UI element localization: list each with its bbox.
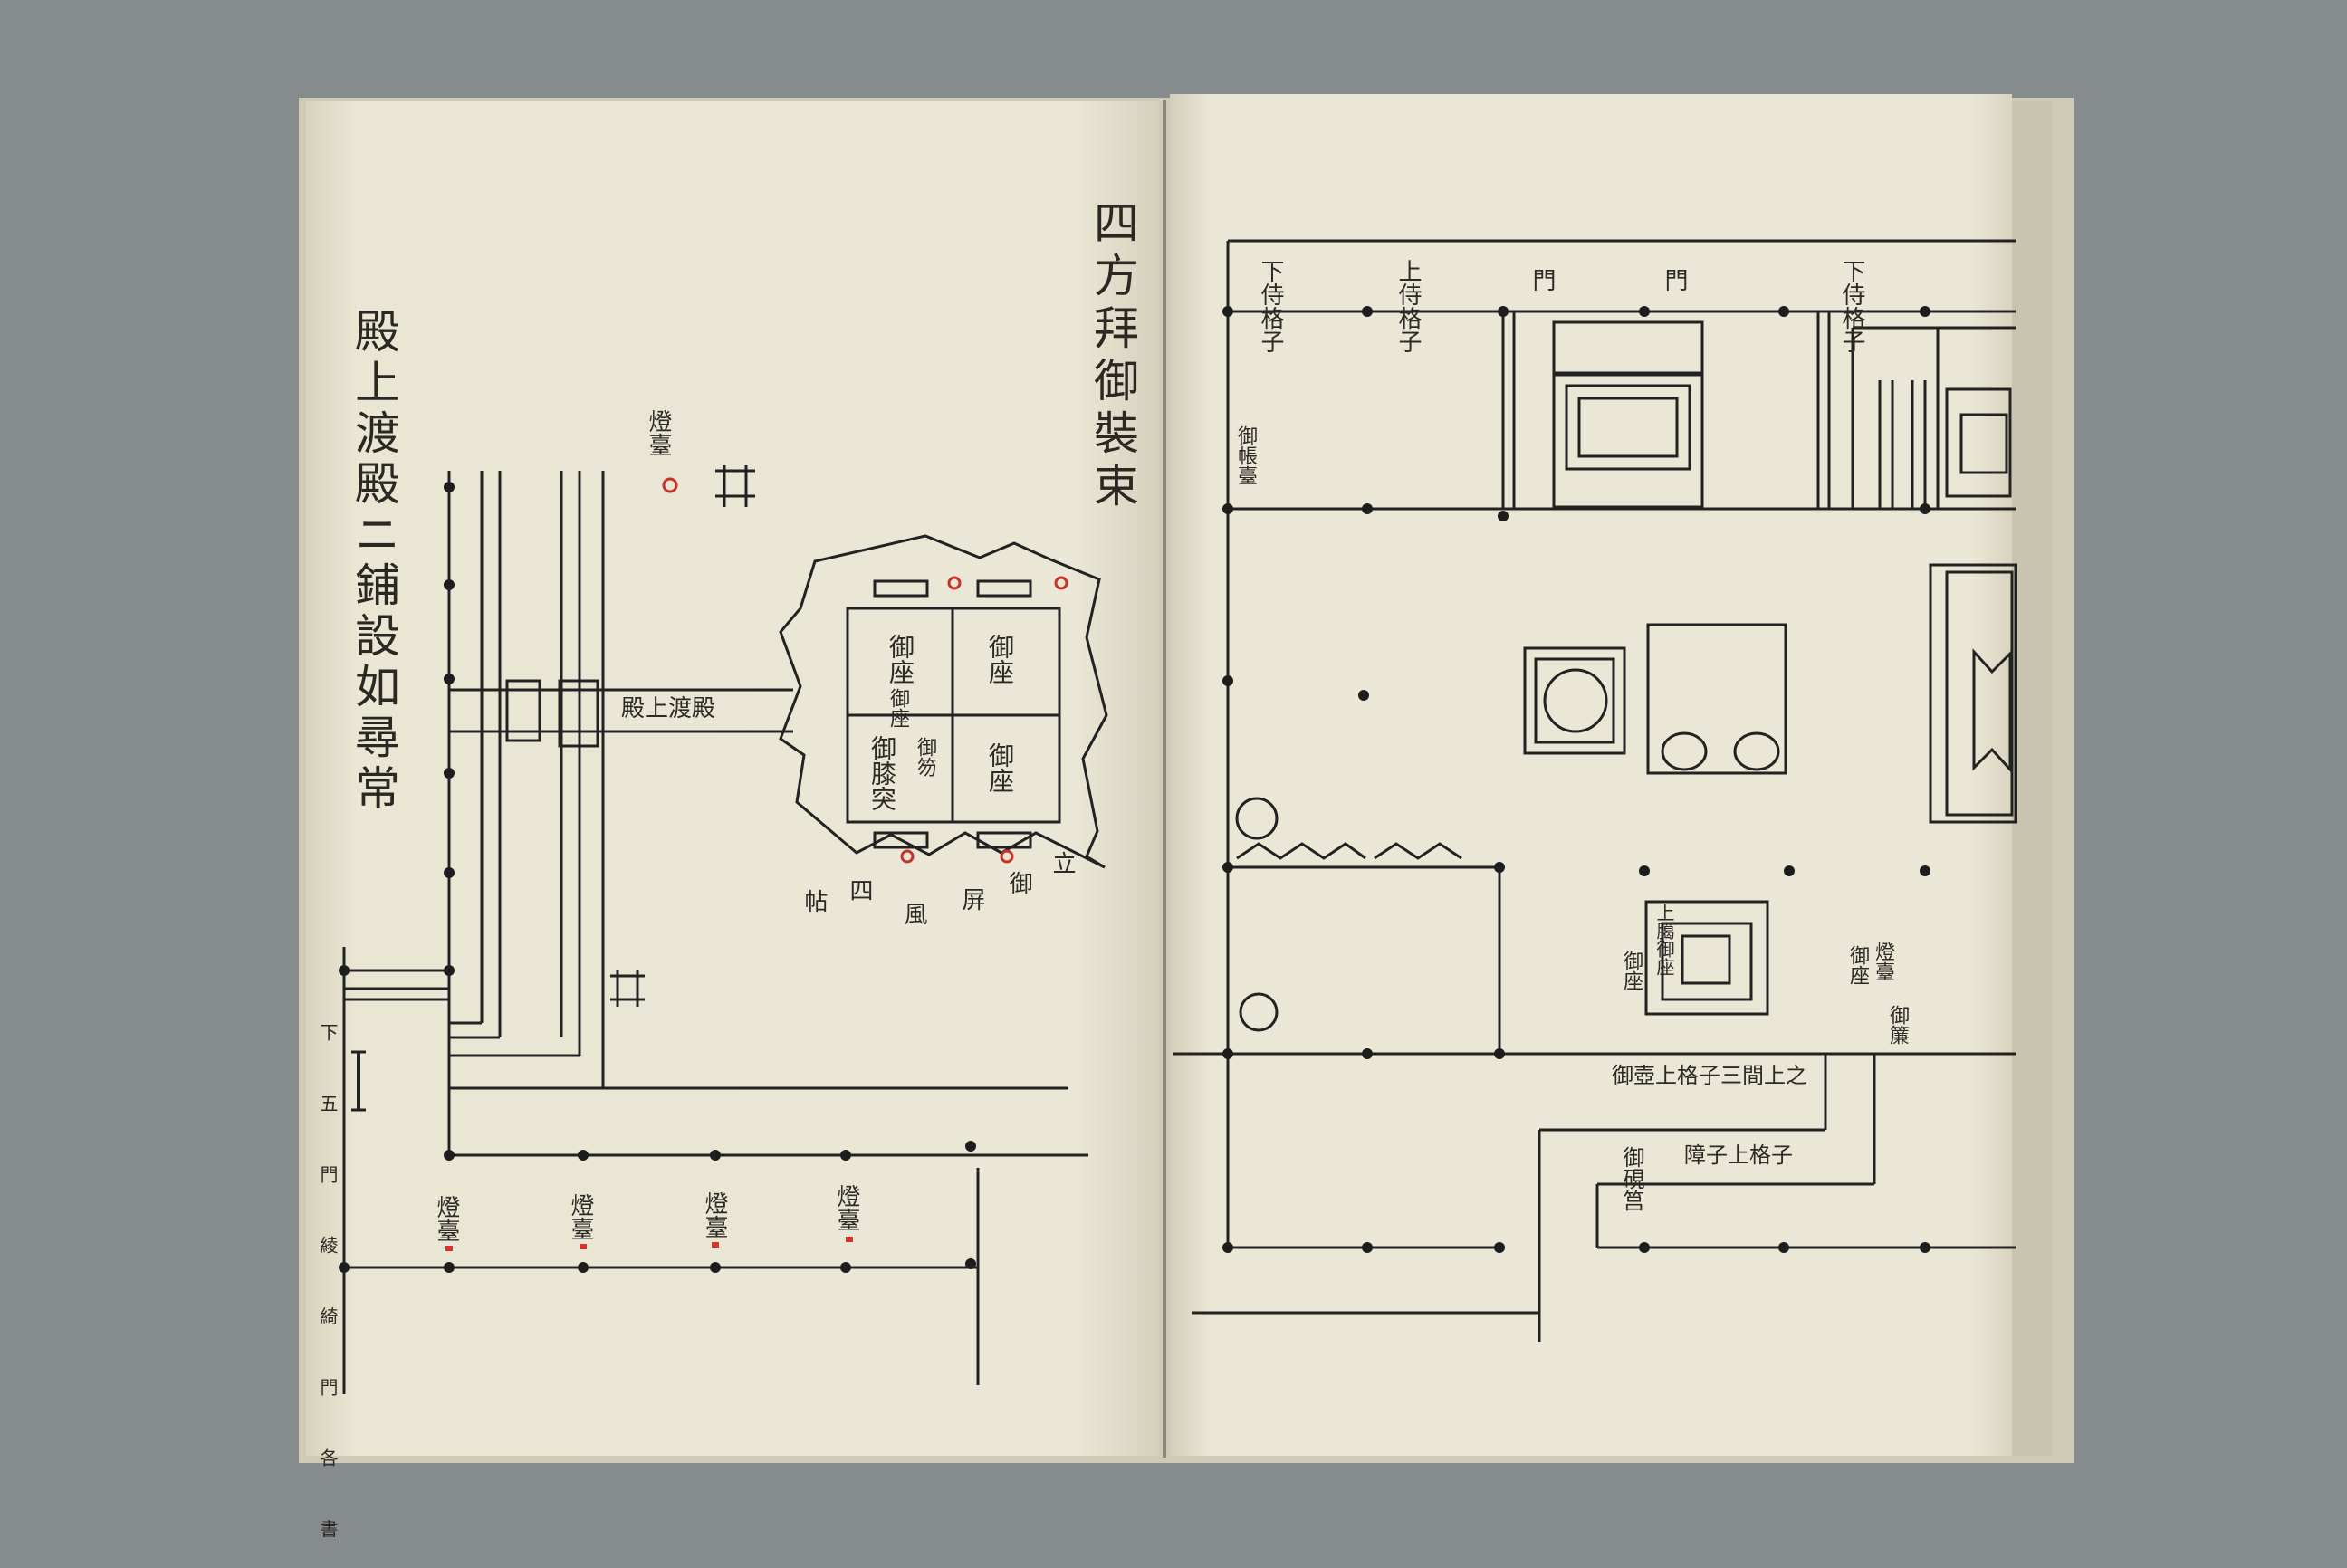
red-seal-marks — [662, 477, 1068, 864]
red-dots — [445, 1237, 853, 1251]
note-e: 御座 — [1846, 945, 1869, 985]
left-page — [306, 101, 1159, 1456]
bottom-label-1: 御壺上格子三間上之 — [1612, 1063, 1807, 1088]
seat-label-6: 御座 — [886, 688, 909, 728]
lamp-label-b: 燈臺 — [567, 1193, 594, 1240]
right-heading: 四方拜御裝束 — [1087, 199, 1139, 514]
seat-label-5: 御膝突 — [867, 735, 897, 811]
seat-label-2: 御座 — [886, 634, 915, 684]
lamp-label-top: 燈臺 — [645, 409, 672, 456]
fan-label-6: 帖 — [800, 889, 828, 913]
fan-label-1: 立 — [1049, 851, 1076, 875]
seat-label-4: 御笏 — [914, 737, 936, 777]
fan-label-2: 御 — [1005, 871, 1032, 894]
right-posts — [1222, 306, 1930, 1253]
gallery-label: 殿上渡殿 — [621, 695, 716, 722]
left-heading: 殿上渡殿ニ鋪設如尋常 — [348, 308, 400, 815]
note-d: 燈臺 — [1872, 942, 1894, 981]
right-page — [1170, 94, 2012, 1456]
note-c: 御座 — [1620, 951, 1643, 990]
bottom-label-2: 障子上格子 — [1684, 1143, 1793, 1168]
left-posts — [339, 482, 976, 1273]
lamp-label-a: 燈臺 — [433, 1195, 460, 1242]
top-label-5: 門 — [1661, 268, 1688, 292]
top-label-2: 上侍格子 — [1394, 259, 1422, 353]
left-diagram — [342, 465, 1108, 1394]
fan-label-3: 屏 — [958, 887, 985, 911]
note-b: 上臈御座 — [1653, 904, 1675, 976]
fan-label-5: 四 — [846, 878, 873, 902]
right-diagram — [1174, 239, 2017, 1342]
top-label-3: 下侍格子 — [1257, 259, 1284, 353]
page-edges — [2012, 101, 2052, 1456]
lamp-label-c: 燈臺 — [701, 1191, 728, 1238]
top-label-1: 下侍格子 — [1838, 259, 1865, 353]
note-a: 御帳臺 — [1234, 425, 1257, 485]
seat-label-1: 御座 — [985, 634, 1015, 684]
note-f: 御硯筥 — [1619, 1146, 1644, 1211]
note-g: 御簾 — [1886, 1005, 1909, 1045]
seat-label-3: 御座 — [985, 742, 1015, 793]
top-label-4: 門 — [1528, 268, 1556, 292]
lamp-label-d: 燈臺 — [833, 1184, 860, 1231]
margin-note: 下 五 門 綾 綺 門 各 書 — [317, 1023, 339, 1562]
fan-label-4: 風 — [900, 902, 927, 925]
